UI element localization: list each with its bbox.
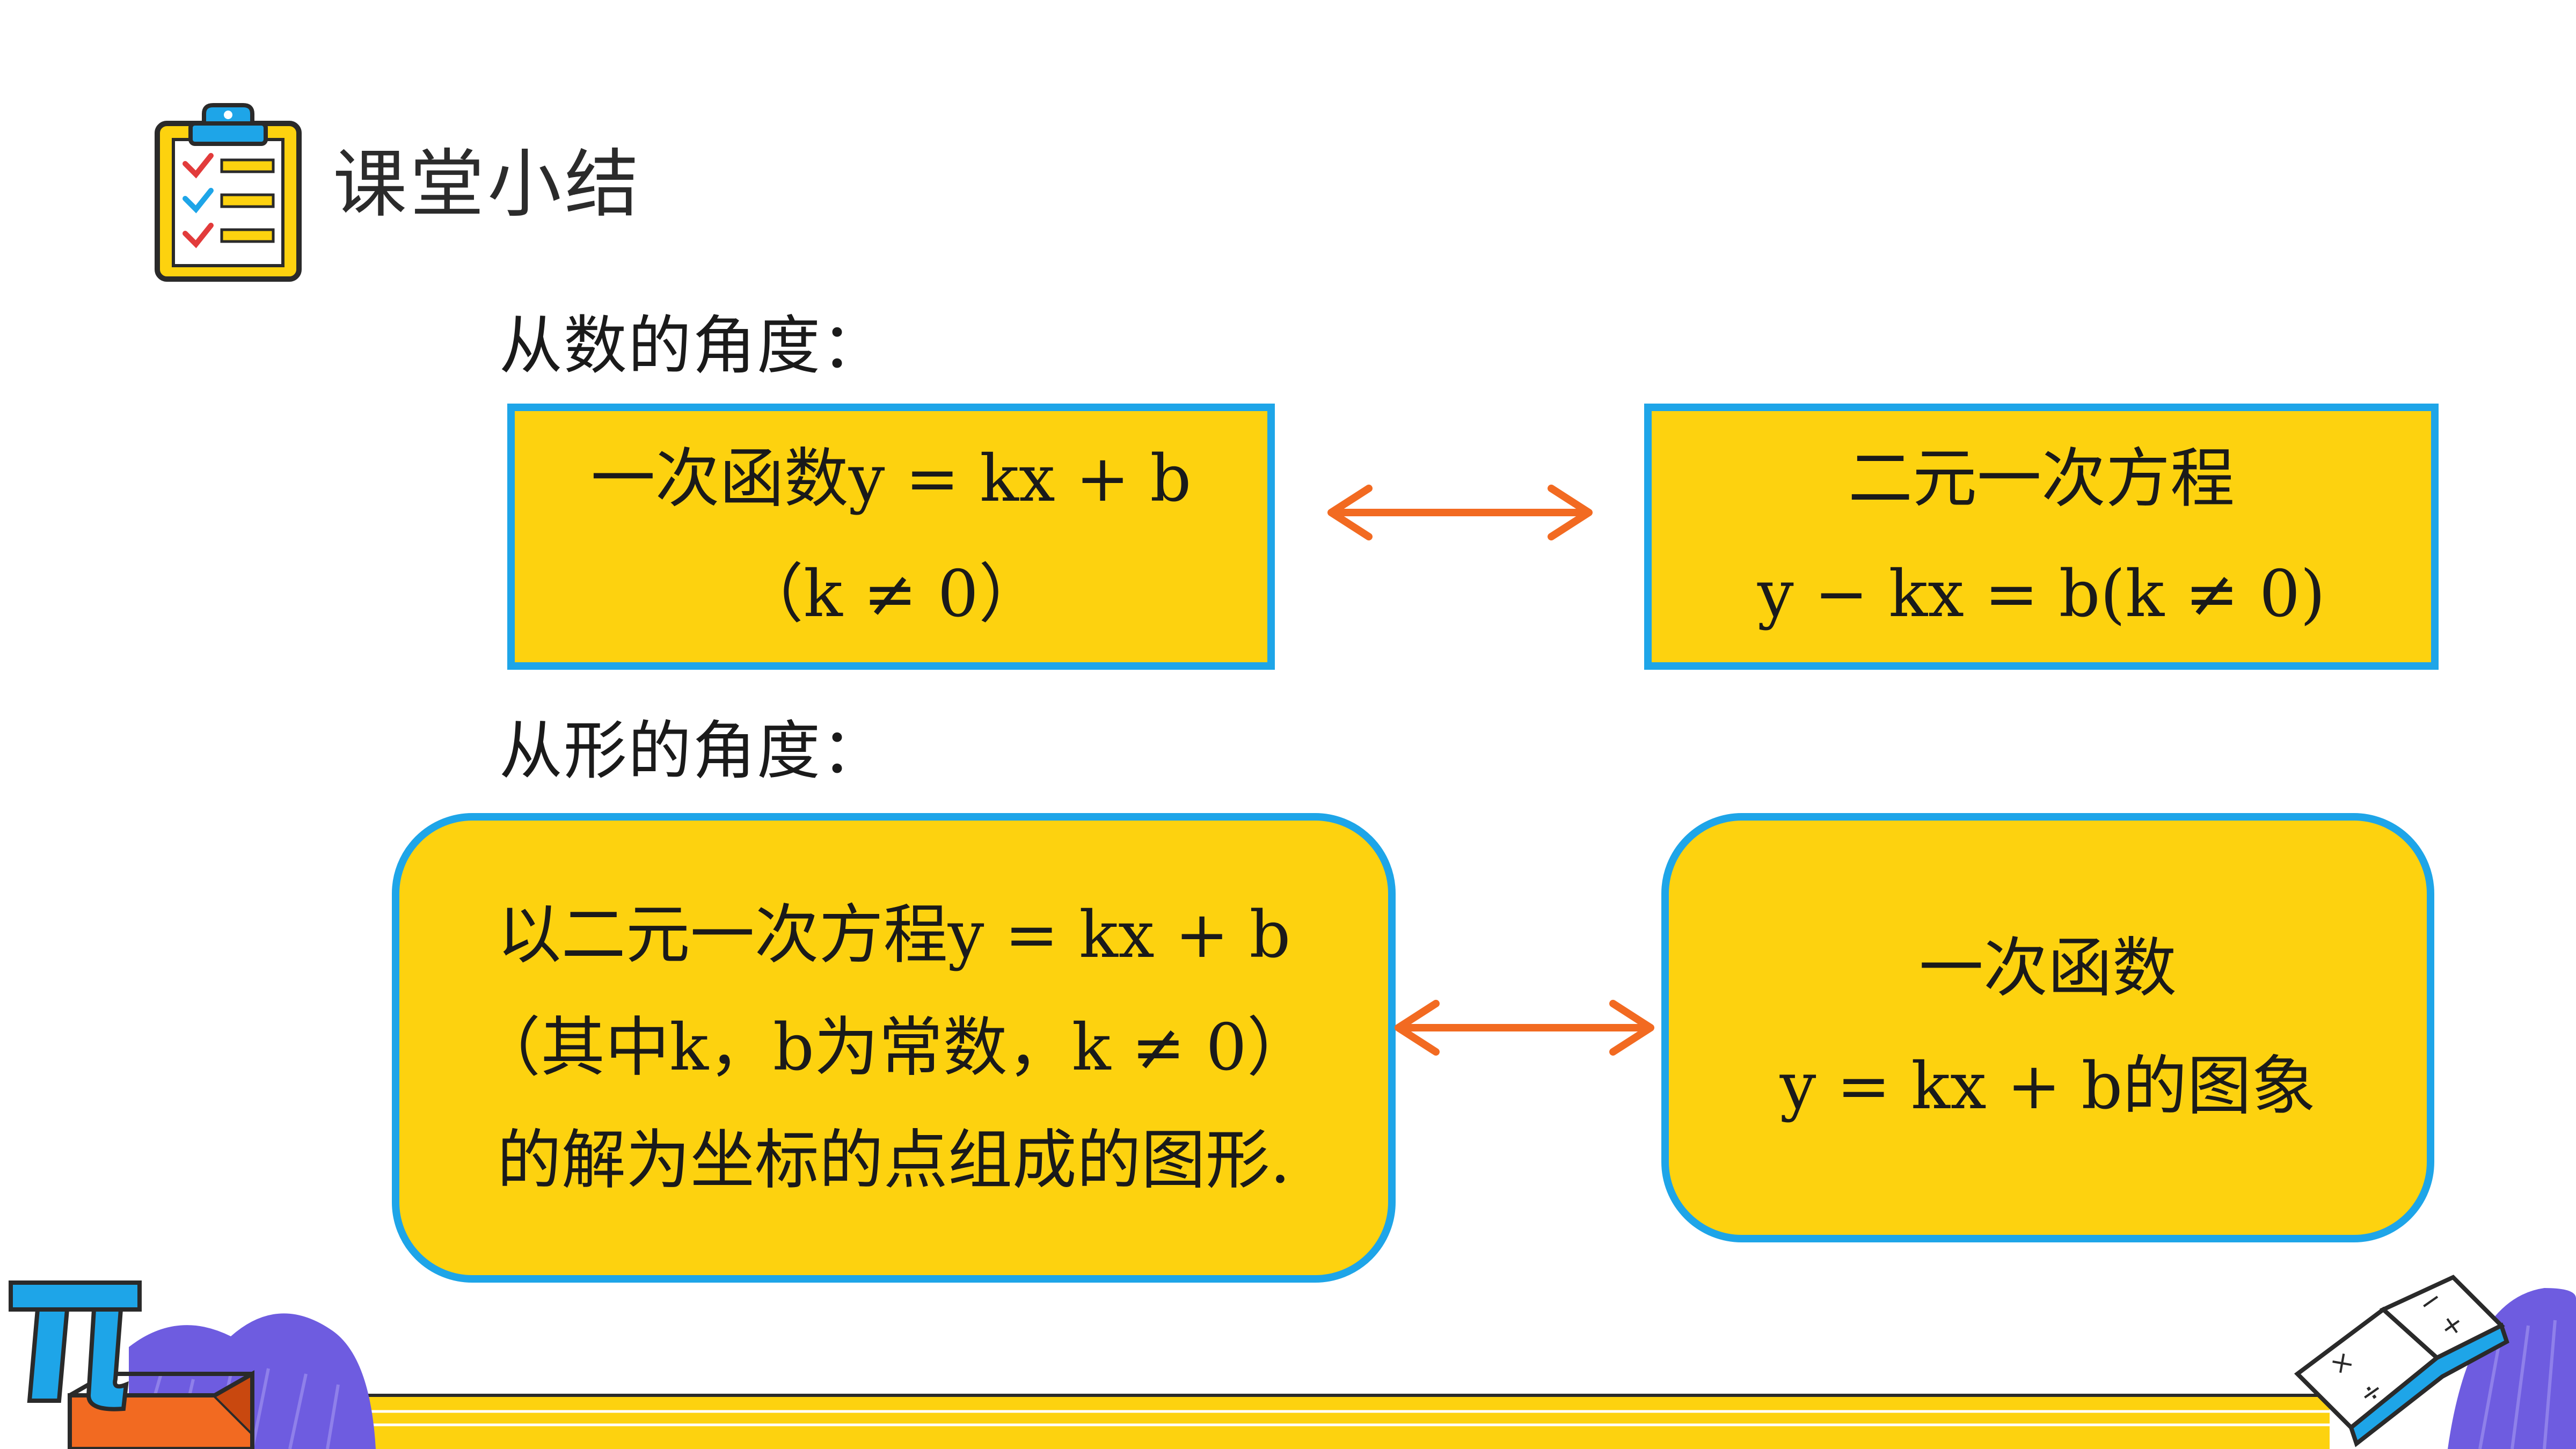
open-book-decoration: × ÷ − + (2294, 1275, 2576, 1449)
solution-graph-line-1: 以二元一次方程y = kx + b (497, 897, 1291, 972)
double-arrow-icon (1327, 485, 1593, 540)
graphical-perspective-label: 从形的角度： (499, 714, 886, 788)
function-graph-line-1: 一次函数 (1919, 931, 2177, 1006)
binary-equation-box: 二元一次方程 y − kx = b(k ≠ 0) (1644, 404, 2439, 670)
function-graph-box: 一次函数 y = kx + b的图象 (1661, 813, 2434, 1242)
binary-equation-line-2: y − kx = b(k ≠ 0) (1757, 557, 2326, 632)
function-graph-line-2: y = kx + b的图象 (1779, 1049, 2316, 1124)
linear-function-line-2: （k ≠ 0） (739, 557, 1043, 632)
double-arrow-icon (1395, 1000, 1654, 1056)
solution-graph-box: 以二元一次方程y = kx + b （其中k，b为常数，k ≠ 0） 的解为坐标… (392, 813, 1396, 1283)
bottom-stripe-decoration (344, 1394, 2330, 1449)
pi-decoration (9, 1280, 376, 1449)
page-title: 课堂小结 (333, 141, 643, 228)
binary-equation-line-1: 二元一次方程 (1848, 441, 2235, 516)
solution-graph-line-2: （其中k，b为常数，k ≠ 0） (476, 1010, 1311, 1085)
clipboard-checklist-icon (155, 103, 302, 282)
linear-function-line-1: 一次函数y = kx + b (590, 441, 1192, 516)
numeric-perspective-label: 从数的角度： (499, 309, 886, 383)
solution-graph-line-3: 的解为坐标的点组成的图形. (497, 1123, 1291, 1198)
linear-function-box: 一次函数y = kx + b （k ≠ 0） (507, 404, 1275, 670)
